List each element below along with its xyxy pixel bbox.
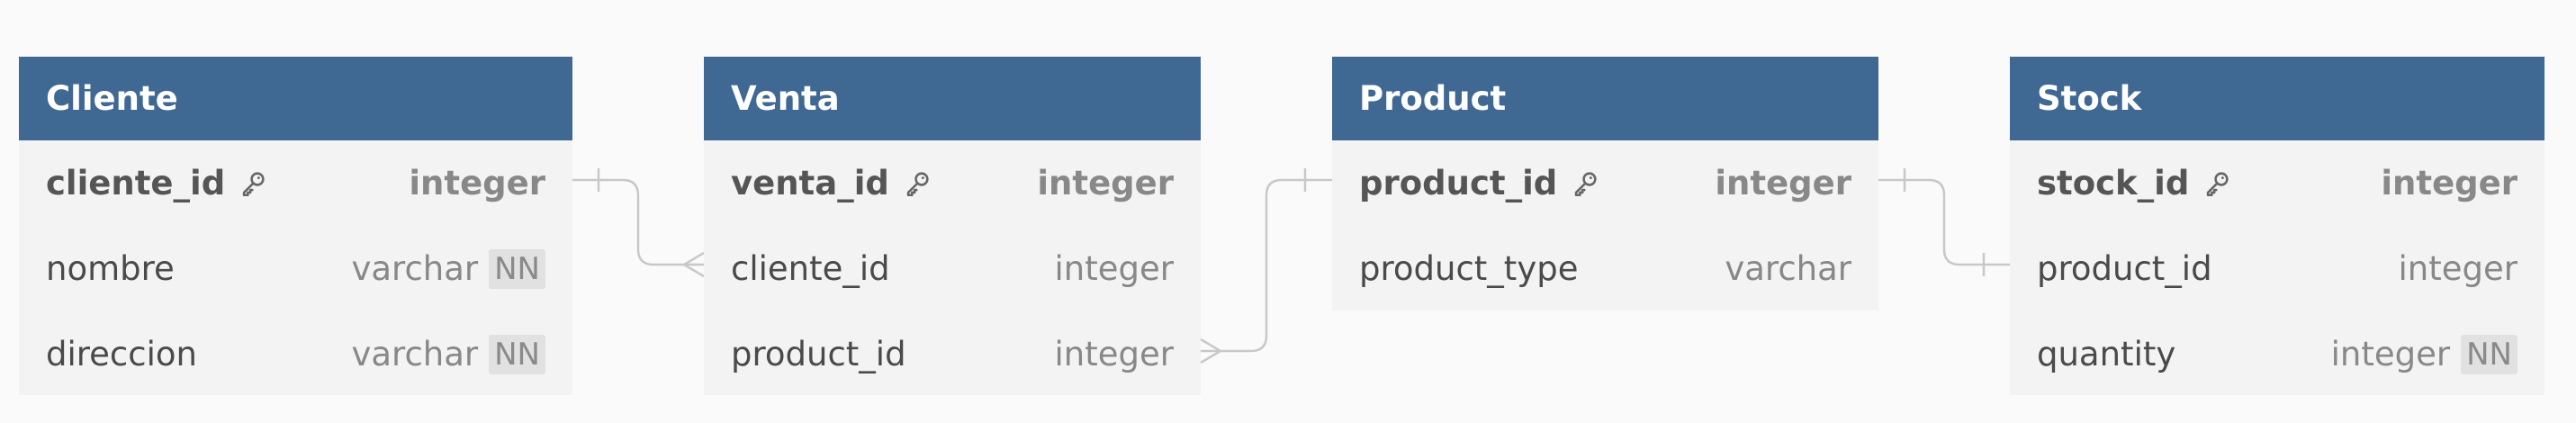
column-name: cliente_id <box>731 249 890 288</box>
column-name: cliente_id <box>46 164 226 202</box>
column-type-cell: varchar NN <box>351 334 545 374</box>
column-type: integer <box>1037 164 1174 202</box>
column-name-cell: product_id <box>2037 249 2212 288</box>
column-type: integer <box>1715 164 1851 202</box>
column-name: stock_id <box>2037 164 2190 202</box>
column-type-cell: varchar <box>1725 249 1851 288</box>
column-name-cell: quantity <box>2037 335 2175 374</box>
column-type-cell: integer <box>409 164 545 202</box>
table-row[interactable]: stock_id integer <box>2010 140 2544 226</box>
table-row[interactable]: product_id integer <box>704 311 1201 397</box>
many-marker-venta <box>683 251 705 278</box>
table-title: Stock <box>2037 79 2142 118</box>
column-name-cell: nombre <box>46 249 175 288</box>
column-type: varchar <box>1725 249 1851 288</box>
connector-product-stock <box>1878 178 2010 266</box>
key-icon <box>902 168 932 199</box>
column-type-cell: varchar NN <box>351 248 545 289</box>
column-type: integer <box>409 164 545 202</box>
table-header-stock: Stock <box>2010 57 2544 140</box>
connector-cliente-venta <box>572 178 704 266</box>
column-type-cell: integer <box>1055 249 1174 288</box>
column-name: quantity <box>2037 335 2176 374</box>
column-name-cell: product_id <box>731 335 906 374</box>
table-row[interactable]: cliente_id integer <box>704 226 1201 311</box>
not-null-badge: NN <box>489 248 545 289</box>
column-type: varchar <box>351 335 479 374</box>
column-type: integer <box>1054 335 1174 374</box>
column-type: integer <box>1054 249 1174 288</box>
key-icon <box>238 168 268 199</box>
table-row[interactable]: product_id integer <box>2010 226 2544 311</box>
key-icon <box>1570 168 1600 199</box>
column-name-cell: product_id <box>1359 164 1600 202</box>
column-type-cell: integer <box>2399 249 2517 288</box>
table-title: Product <box>1359 79 1507 118</box>
key-icon <box>2202 168 2232 199</box>
table-title: Venta <box>731 79 840 118</box>
table-row[interactable]: nombre varchar NN <box>19 226 572 311</box>
table-row[interactable]: direccion varchar NN <box>19 311 572 397</box>
table-product[interactable]: Product product_id integer product_type var… <box>1332 57 1878 310</box>
column-type-cell: integer <box>1055 335 1174 374</box>
column-name-cell: stock_id <box>2037 164 2232 202</box>
table-row[interactable]: quantity integer NN <box>2010 311 2544 397</box>
table-row[interactable]: cliente_id integer <box>19 140 572 226</box>
table-title: Cliente <box>46 79 178 118</box>
column-type-cell: integer NN <box>2330 334 2517 374</box>
column-type: integer <box>2398 249 2517 288</box>
column-name: product_id <box>1359 164 1558 202</box>
column-name-cell: cliente_id <box>731 249 890 288</box>
table-header-cliente: Cliente <box>19 57 572 140</box>
column-name: venta_id <box>731 164 889 202</box>
table-row[interactable]: venta_id integer <box>704 140 1201 226</box>
column-type-cell: integer <box>1037 164 1174 202</box>
column-name: product_type <box>1359 249 1579 288</box>
column-name: nombre <box>46 249 175 288</box>
table-header-venta: Venta <box>704 57 1201 140</box>
connector-product-venta <box>1201 178 1332 353</box>
column-type: integer <box>2381 164 2517 202</box>
column-name-cell: venta_id <box>731 164 932 202</box>
column-name: direccion <box>46 335 197 374</box>
column-name-cell: cliente_id <box>46 164 268 202</box>
column-type-cell: integer <box>2381 164 2517 202</box>
column-name-cell: direccion <box>46 335 197 374</box>
column-name-cell: product_type <box>1359 249 1578 288</box>
table-header-product: Product <box>1332 57 1878 140</box>
column-type: varchar <box>351 249 479 288</box>
column-type-cell: integer <box>1715 164 1851 202</box>
column-name: product_id <box>731 335 906 374</box>
not-null-badge: NN <box>2461 334 2517 374</box>
table-row[interactable]: product_id integer <box>1332 140 1878 226</box>
column-name: product_id <box>2037 249 2212 288</box>
column-type: integer <box>2330 335 2451 374</box>
many-marker-venta-product <box>1200 338 1221 364</box>
not-null-badge: NN <box>489 334 545 374</box>
table-row[interactable]: product_type varchar <box>1332 226 1878 311</box>
